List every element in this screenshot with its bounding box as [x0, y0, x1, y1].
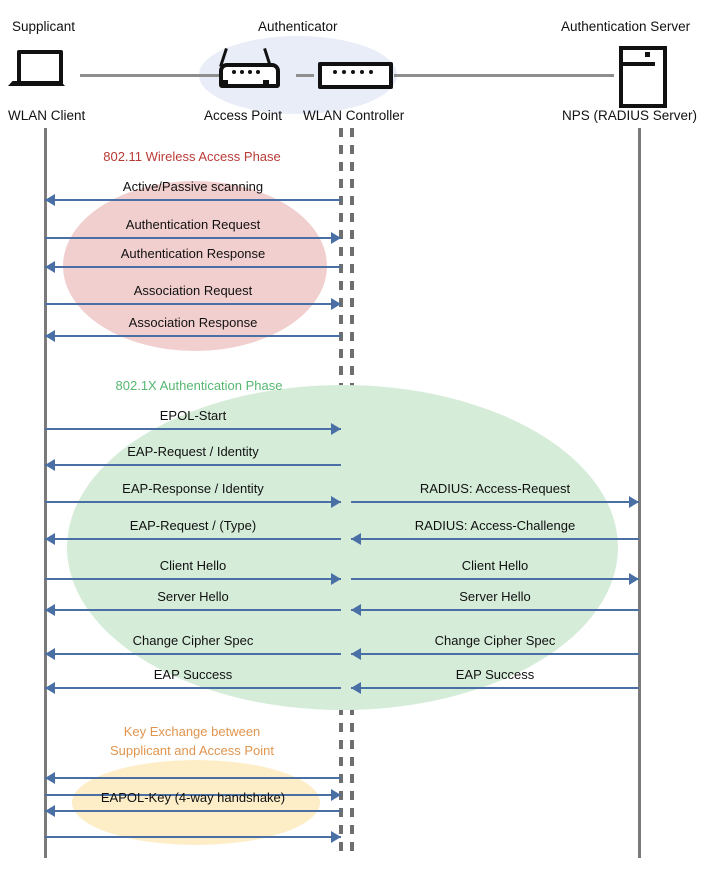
connector-ap-controller [296, 74, 314, 77]
message-label: Server Hello [459, 589, 531, 604]
actor-name-nps-radius-server: NPS (RADIUS Server) [562, 108, 698, 123]
arrowhead-right-icon [331, 789, 341, 801]
message-line [351, 501, 639, 503]
message-line [45, 653, 341, 655]
arrowhead-left-icon [351, 533, 361, 545]
arrowhead-left-icon [351, 604, 361, 616]
connector-controller-server [394, 74, 614, 77]
message-line [45, 501, 341, 503]
message-label: EPOL-Start [159, 408, 227, 423]
message-line [45, 538, 341, 540]
phase-label-wireless-access: 802.11 Wireless Access Phase [103, 149, 281, 164]
message-line [45, 687, 341, 689]
message-label: EAP-Request / (Type) [129, 518, 257, 533]
arrowhead-left-icon [45, 533, 55, 545]
arrowhead-left-icon [45, 604, 55, 616]
arrowhead-left-icon [45, 330, 55, 342]
phase-label-dot1x-authentication: 802.1X Authentication Phase [115, 378, 283, 393]
message-line [45, 199, 341, 201]
message-line [45, 428, 341, 430]
arrowhead-right-icon [331, 831, 341, 843]
phase-ellipse-dot1x-authentication [67, 385, 618, 710]
actor-role-supplicant: Supplicant [12, 19, 76, 34]
message-line [45, 266, 341, 268]
message-line [351, 538, 639, 540]
message-line [45, 464, 341, 466]
arrowhead-right-icon [331, 496, 341, 508]
actor-name-access-point: Access Point [204, 108, 283, 123]
actor-name-wlan-controller: WLAN Controller [303, 108, 405, 123]
actor-role-authenticator: Authenticator [258, 19, 338, 34]
connector-client-ap [80, 74, 220, 77]
message-label: EAP-Request / Identity [127, 444, 259, 459]
message-label: RADIUS: Access-Request [419, 481, 571, 496]
arrowhead-right-icon [629, 496, 639, 508]
arrowhead-right-icon [331, 298, 341, 310]
message-label: Authentication Response [120, 246, 266, 261]
arrowhead-left-icon [45, 194, 55, 206]
arrowhead-left-icon [45, 805, 55, 817]
arrowhead-right-icon [629, 573, 639, 585]
message-label: Association Response [128, 315, 258, 330]
message-label: EAPOL-Key (4-way handshake) [100, 790, 286, 805]
arrowhead-left-icon [45, 682, 55, 694]
message-line [45, 335, 341, 337]
phase-label-key-exchange: Key Exchange between Supplicant and Acce… [110, 722, 274, 760]
message-label: EAP Success [455, 667, 535, 682]
message-label: Client Hello [461, 558, 529, 573]
message-label: Change Cipher Spec [434, 633, 556, 648]
message-line [45, 794, 341, 796]
phase-label-key-exchange-line1: Key Exchange between [123, 724, 261, 739]
message-label: EAP-Response / Identity [122, 481, 264, 496]
arrowhead-left-icon [45, 648, 55, 660]
arrowhead-left-icon [45, 261, 55, 273]
message-line [45, 303, 341, 305]
message-label: Change Cipher Spec [132, 633, 254, 648]
lifeline-authentication-server [638, 128, 641, 858]
message-line [351, 578, 639, 580]
phase-label-key-exchange-line2: Supplicant and Access Point [109, 743, 275, 758]
message-label: Active/Passive scanning [122, 179, 264, 194]
arrowhead-left-icon [45, 459, 55, 471]
message-line [45, 609, 341, 611]
message-label: EAP Success [153, 667, 233, 682]
actor-role-authentication-server: Authentication Server [561, 19, 691, 34]
arrowhead-left-icon [351, 682, 361, 694]
message-label: Association Request [133, 283, 253, 298]
arrowhead-right-icon [331, 232, 341, 244]
message-line [45, 237, 341, 239]
message-line [351, 653, 639, 655]
lifeline-supplicant [44, 128, 47, 858]
actor-name-wlan-client: WLAN Client [8, 108, 86, 123]
message-line [351, 687, 639, 689]
message-label: Server Hello [157, 589, 229, 604]
arrowhead-left-icon [351, 648, 361, 660]
message-line [45, 836, 341, 838]
message-line [45, 777, 341, 779]
phase-ellipse-key-exchange [72, 760, 320, 845]
message-label: Authentication Request [125, 217, 261, 232]
arrowhead-left-icon [45, 772, 55, 784]
arrowhead-right-icon [331, 573, 341, 585]
arrowhead-right-icon [331, 423, 341, 435]
message-line [351, 609, 639, 611]
message-label: RADIUS: Access-Challenge [414, 518, 576, 533]
message-line [45, 578, 341, 580]
message-line [45, 810, 341, 812]
message-label: Client Hello [159, 558, 227, 573]
